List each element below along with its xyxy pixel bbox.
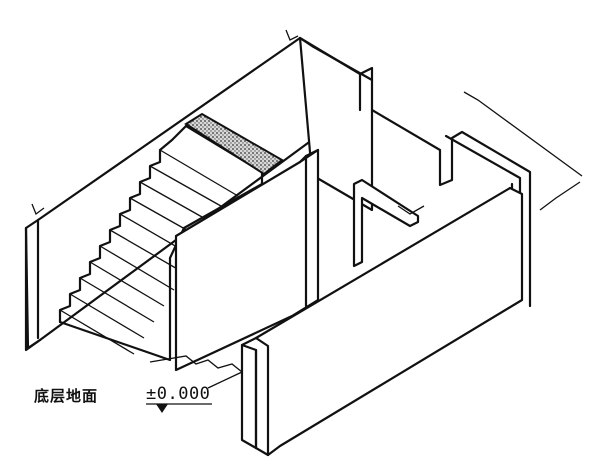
landing-slab xyxy=(184,112,284,176)
ground-steps xyxy=(149,355,243,389)
elevation-marker-icon xyxy=(146,403,212,413)
floor-level-label: 底层地面 xyxy=(34,387,99,405)
stair-flight xyxy=(58,124,264,362)
inner-doorway xyxy=(352,178,425,268)
left-wall xyxy=(24,29,314,352)
front-lower-wall xyxy=(240,186,524,457)
elevation-value: ±0.000 xyxy=(146,384,211,404)
middle-partition-wall xyxy=(174,148,320,372)
